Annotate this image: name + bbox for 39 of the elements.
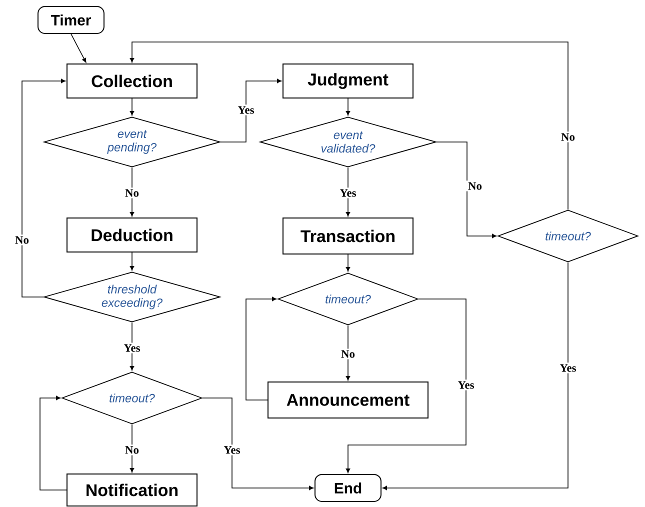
edge-label: No — [340, 348, 356, 360]
arrow — [130, 98, 134, 116]
arrow — [346, 254, 350, 272]
terminal-box: End — [314, 474, 382, 502]
edge-label: Yes — [338, 188, 358, 198]
process-box: Collection — [66, 64, 198, 98]
process-box: Deduction — [66, 218, 198, 252]
arrow — [40, 396, 67, 490]
arrow — [436, 142, 497, 238]
arrow — [130, 322, 134, 371]
edge-label: Yes — [456, 380, 476, 390]
arrow — [382, 262, 568, 490]
process-box: Judgment — [282, 64, 414, 98]
edge-label: No — [560, 132, 576, 142]
arrow — [220, 78, 282, 142]
edge-label: No — [14, 234, 30, 246]
arrow — [22, 78, 66, 298]
edge-label: Yes — [222, 444, 242, 456]
process-box: Notification — [66, 474, 198, 506]
arrow — [346, 298, 466, 473]
arrow — [202, 398, 314, 490]
process-box: Announcement — [268, 382, 428, 418]
edge-label: No — [124, 444, 140, 456]
arrow — [130, 167, 134, 217]
edge-label: Yes — [122, 342, 142, 354]
arrow — [130, 252, 134, 271]
arrow — [346, 98, 350, 116]
edge-label: No — [466, 180, 484, 192]
edge-label: Yes — [558, 362, 578, 374]
edge-label: No — [124, 188, 140, 198]
arrow — [246, 296, 277, 400]
process-box: Transaction — [282, 218, 414, 254]
arrow — [346, 325, 350, 381]
edge-label: Yes — [236, 104, 256, 116]
arrow — [70, 34, 86, 63]
terminal-box: Timer — [38, 6, 104, 34]
arrow — [346, 167, 350, 217]
arrow — [130, 424, 134, 472]
arrow — [130, 42, 568, 210]
